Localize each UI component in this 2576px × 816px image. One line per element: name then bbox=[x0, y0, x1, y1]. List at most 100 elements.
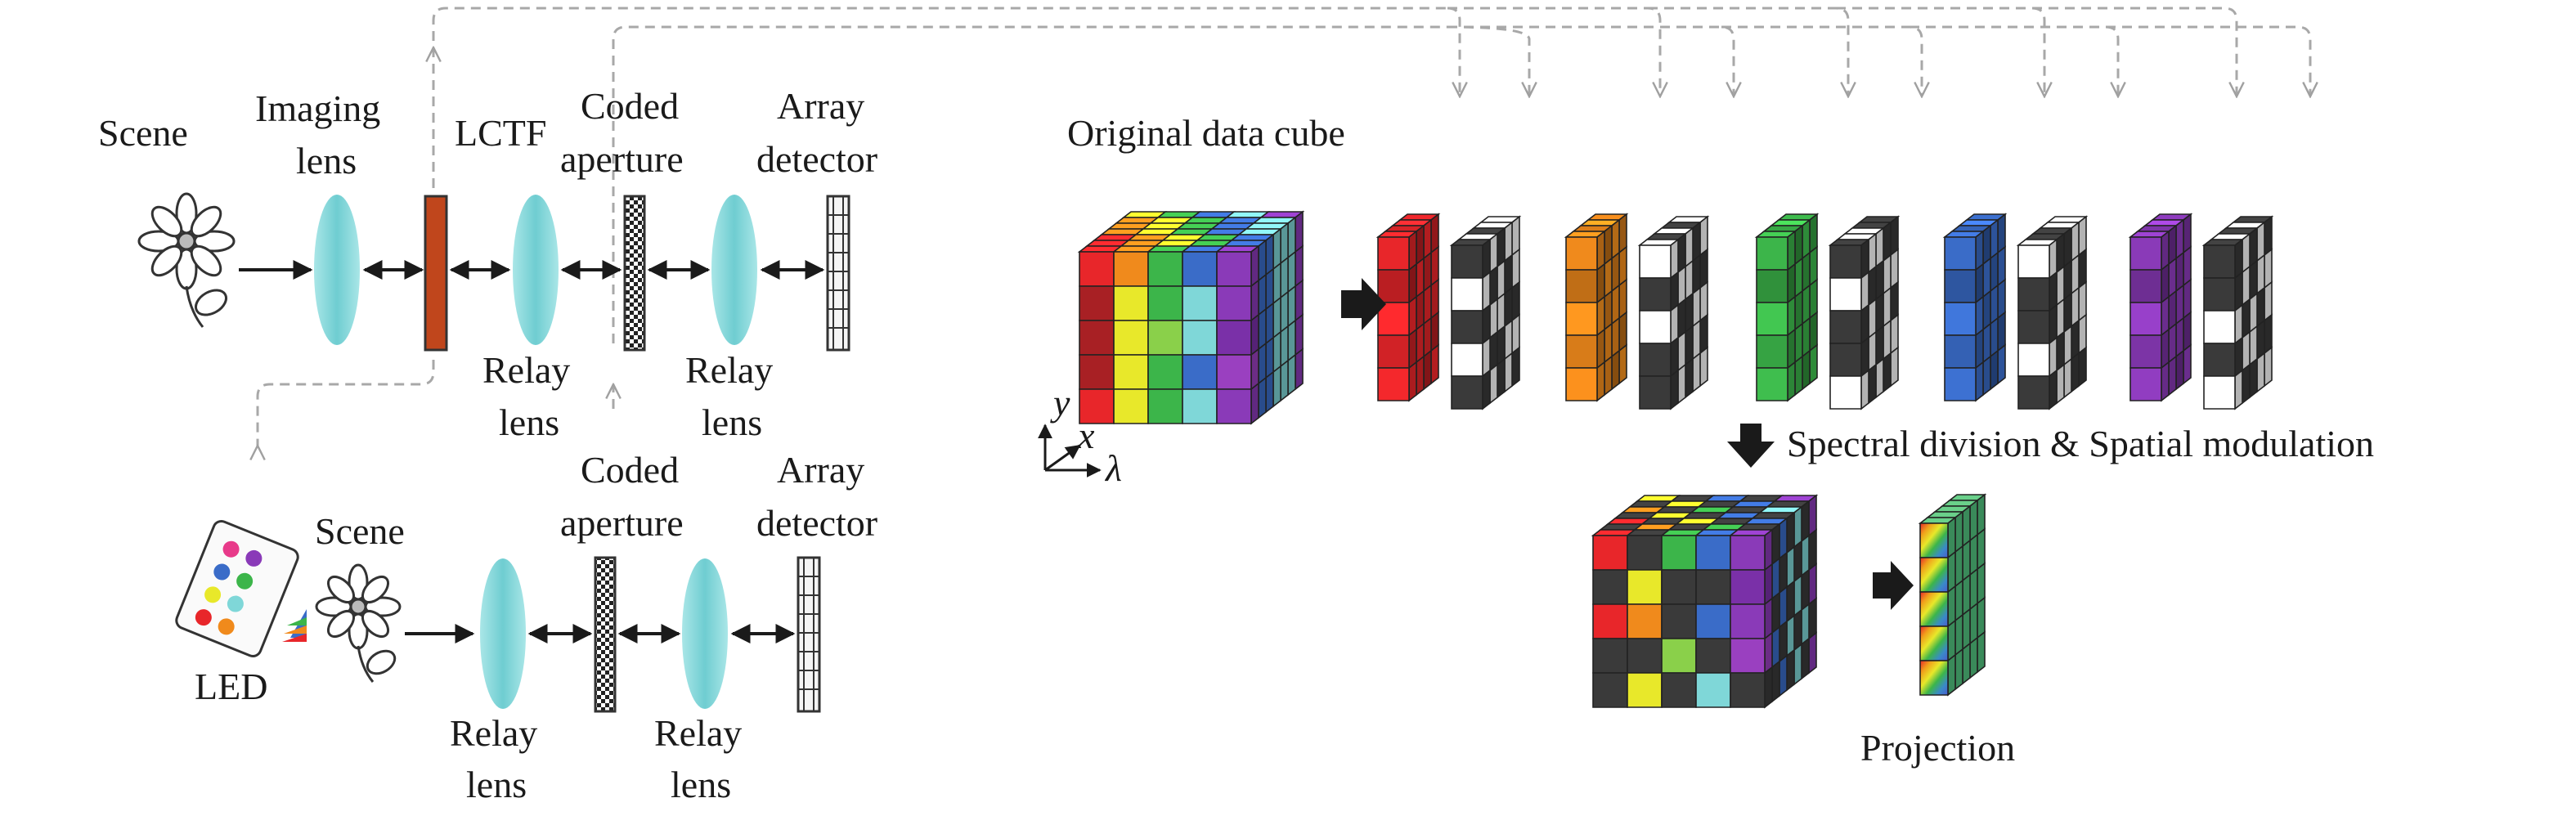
original-cube-side bbox=[1280, 290, 1289, 334]
original-cube-front bbox=[1182, 354, 1218, 390]
coded-mask-0-side bbox=[1489, 265, 1498, 307]
spectral-slice-1-side bbox=[1618, 311, 1627, 352]
spectral-slice-3-side bbox=[1997, 245, 2006, 287]
modulated-cube-side bbox=[1786, 614, 1795, 657]
original-cube-side bbox=[1272, 296, 1281, 339]
dashed-control-lines bbox=[258, 7, 2310, 446]
spectral-slice-4-side bbox=[2168, 224, 2177, 266]
block-arrow-down bbox=[1727, 424, 1775, 468]
coded-mask-4-side bbox=[2249, 226, 2258, 268]
coded-mask-0-side bbox=[1497, 259, 1506, 301]
projection-side bbox=[1969, 533, 1978, 576]
spectral-slice-3-side bbox=[1975, 230, 1984, 271]
spectral-slice-4-side bbox=[2168, 257, 2177, 298]
projection-side bbox=[1962, 539, 1971, 582]
coded-mask-1-front bbox=[1639, 310, 1672, 344]
spectral-slice-1-front bbox=[1565, 236, 1598, 271]
modulated-cube-front bbox=[1730, 638, 1766, 674]
original-cube-side bbox=[1265, 302, 1274, 345]
spectral-slice-1-side bbox=[1611, 349, 1620, 391]
spectral-slice-2-side bbox=[1802, 284, 1811, 325]
spectral-slice-0-side bbox=[1416, 355, 1425, 397]
original-cube-side bbox=[1280, 256, 1289, 299]
spectral-slice-1-side bbox=[1604, 322, 1613, 364]
modulated-cube-front bbox=[1695, 603, 1731, 639]
spectral-slice-3-side bbox=[1982, 224, 1991, 266]
modulated-cube-side bbox=[1786, 545, 1795, 589]
spectral-slice-3-side bbox=[1975, 361, 1984, 402]
spectral-slice-1-side bbox=[1618, 213, 1627, 254]
spectral-slice-0-side bbox=[1408, 230, 1417, 271]
lctf-label: LCTF bbox=[455, 112, 546, 154]
coded-mask-0-side bbox=[1511, 215, 1520, 257]
modulated-cube-side bbox=[1764, 631, 1773, 675]
spectral-slice-0-front bbox=[1377, 236, 1410, 271]
projection-side bbox=[1954, 510, 1963, 554]
axis-triad bbox=[1038, 424, 1102, 477]
original-cube-front bbox=[1216, 251, 1252, 287]
original-cube-side bbox=[1258, 273, 1267, 316]
modulated-cube-side bbox=[1793, 574, 1802, 617]
coded-mask-2-side bbox=[1883, 221, 1892, 262]
original-cube-front bbox=[1113, 285, 1149, 321]
original-cube-front bbox=[1147, 285, 1183, 321]
spectral-slice-3-side bbox=[1990, 349, 1999, 391]
coded-mask-3-side bbox=[2078, 346, 2087, 388]
coded-mask-1-side bbox=[1685, 259, 1694, 301]
modulated-cube-side bbox=[1779, 517, 1788, 560]
original-cube-front bbox=[1147, 354, 1183, 390]
projection-side bbox=[1947, 516, 1956, 559]
coded-mask-0-front bbox=[1451, 375, 1483, 410]
spectral-slice-2-side bbox=[1794, 322, 1803, 364]
coded-mask-3-side bbox=[2078, 215, 2087, 257]
modulated-cube-front bbox=[1661, 535, 1697, 571]
spectral-slice-1-side bbox=[1604, 355, 1613, 397]
coded-mask-1-side bbox=[1699, 280, 1708, 322]
original-cube-front bbox=[1182, 320, 1218, 356]
coded-mask-1-side bbox=[1670, 238, 1679, 280]
original-cube-side bbox=[1287, 285, 1296, 328]
original-cube-side bbox=[1250, 313, 1259, 356]
spectral-slice-2-side bbox=[1809, 278, 1818, 320]
coded-mask-4-side bbox=[2256, 286, 2265, 328]
projection-front bbox=[1919, 557, 1949, 593]
spectral-slice-4-side bbox=[2168, 289, 2177, 331]
spectral-slice-3-side bbox=[1997, 343, 2006, 385]
spectral-slice-2-side bbox=[1809, 311, 1818, 352]
coded-mask-0-side bbox=[1511, 346, 1520, 388]
modulated-cube-side bbox=[1801, 500, 1810, 543]
original-cube-side bbox=[1250, 347, 1259, 391]
modulated-cube-side bbox=[1808, 563, 1817, 606]
coded-mask-1-side bbox=[1677, 265, 1686, 307]
original-cube-front bbox=[1079, 320, 1115, 356]
spectral-slice-1-side bbox=[1604, 289, 1613, 331]
projection-side bbox=[1954, 545, 1963, 588]
original-cube-side bbox=[1265, 267, 1274, 311]
original-cube-front bbox=[1113, 320, 1149, 356]
modulated-cube-front bbox=[1695, 638, 1731, 674]
spectral-slice-0-side bbox=[1416, 224, 1425, 266]
modulated-cube-side bbox=[1786, 511, 1795, 554]
spectral-slice-3-front bbox=[1944, 334, 1977, 369]
projection-side bbox=[1977, 562, 1986, 605]
imaging-lens-label-2: lens bbox=[296, 140, 357, 182]
coded-aperture-top-label-2: aperture bbox=[560, 138, 684, 180]
spectral-slice-0-side bbox=[1423, 218, 1432, 260]
coded-mask-1-side bbox=[1670, 271, 1679, 312]
spectral-slice-3-side bbox=[1990, 284, 1999, 325]
spectral-slice-0-side bbox=[1430, 311, 1439, 352]
led-panel-icon bbox=[175, 520, 299, 657]
original-cube-front bbox=[1216, 320, 1252, 356]
coded-mask-0-side bbox=[1504, 286, 1513, 328]
spectral-slice-0-side bbox=[1430, 213, 1439, 254]
spectral-slice-4-side bbox=[2161, 295, 2170, 337]
block-arrow-right bbox=[1341, 278, 1386, 330]
coded-mask-0-side bbox=[1504, 253, 1513, 295]
coded-mask-4-side bbox=[2234, 369, 2243, 410]
coded-mask-3-front bbox=[2017, 343, 2050, 377]
spectral-slice-2-side bbox=[1787, 230, 1796, 271]
spectral-slice-1-side bbox=[1611, 284, 1620, 325]
coded-mask-2-side bbox=[1868, 363, 1877, 405]
modulated-cube-side bbox=[1764, 666, 1773, 709]
spectral-slice-0-side bbox=[1423, 316, 1432, 358]
